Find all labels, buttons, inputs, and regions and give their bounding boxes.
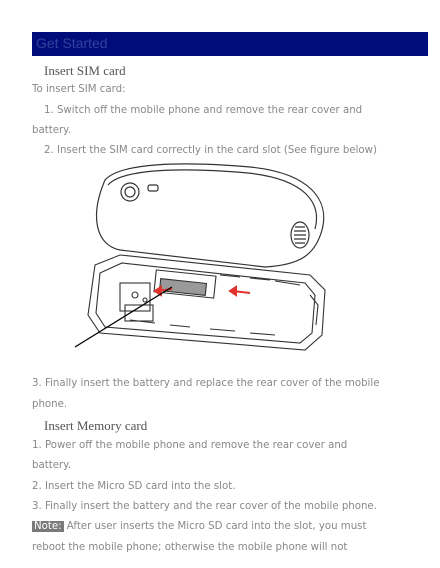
note-label: Note: [32, 521, 64, 532]
sim-intro: To insert SIM card: [32, 84, 126, 95]
note-line1: Note: After user inserts the Micro SD ca… [32, 521, 366, 532]
memory-heading: Insert Memory card [44, 418, 148, 433]
memory-step1-line1: 1. Power off the mobile phone and remove… [32, 440, 348, 451]
sim-step1-line1: 1. Switch off the mobile phone and remov… [44, 105, 363, 116]
sim-step2: 2. Insert the SIM card correctly in the … [44, 145, 377, 156]
callout-line [74, 286, 173, 348]
memory-step3: 3. Finally insert the battery and the re… [32, 501, 377, 512]
sim-step3-line1: 3. Finally insert the battery and replac… [32, 378, 380, 389]
rear-cover-drawing [96, 163, 325, 268]
insert-arrows [153, 285, 251, 297]
note-line2: reboot the mobile phone; otherwise the m… [32, 542, 348, 553]
phone-sim-slot-diagram [74, 163, 326, 351]
sim-card [158, 278, 208, 296]
sim-heading: Insert SIM card [44, 63, 126, 78]
memory-step2: 2. Insert the Micro SD card into the slo… [32, 481, 236, 492]
phone-body-drawing [87, 254, 326, 351]
sim-step1-line2: battery. [32, 125, 71, 136]
section-banner: Get Started [32, 32, 428, 56]
note-text-line1: After user inserts the Micro SD card int… [63, 521, 367, 532]
memory-step1-line2: battery. [32, 460, 71, 471]
banner-title: Get Started [36, 35, 108, 51]
sim-step3-line2: phone. [32, 399, 68, 410]
